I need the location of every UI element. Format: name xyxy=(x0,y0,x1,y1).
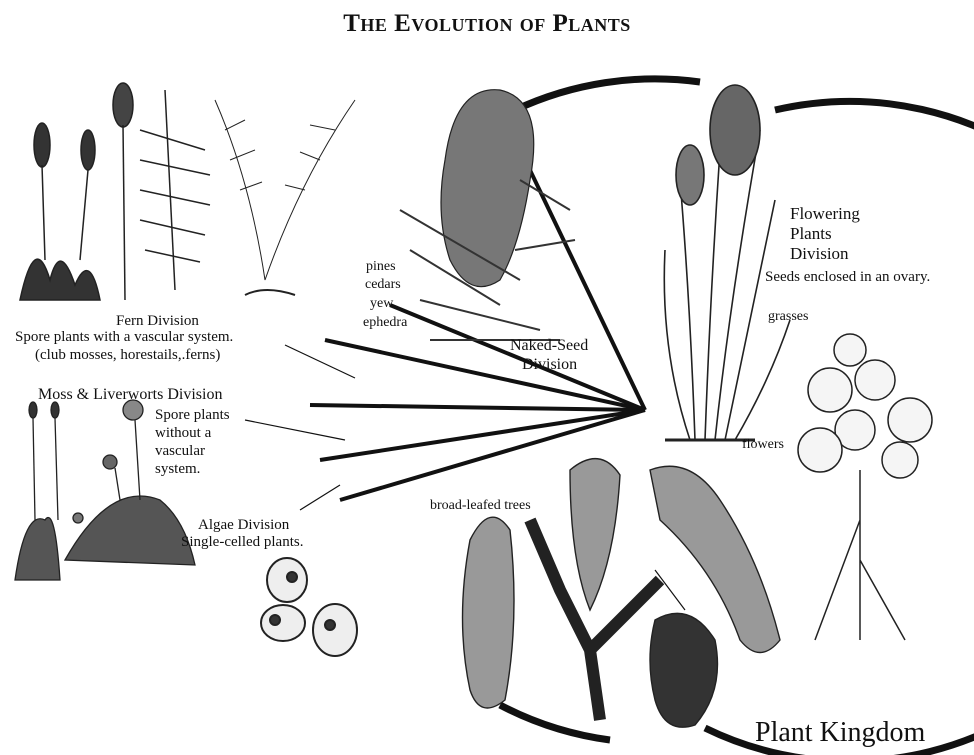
fern-division-examples: (club mosses, horestails,.ferns) xyxy=(35,346,220,364)
example-yew: yew xyxy=(370,295,393,313)
page-title: The Evolution of Plants xyxy=(0,10,974,38)
flowering-desc: Seeds enclosed in an ovary. xyxy=(765,268,930,286)
grass-illustration xyxy=(664,85,790,440)
algae-division-desc: Single-celled plants. xyxy=(181,533,303,551)
naked-seed-illustration xyxy=(400,90,575,340)
moss-desc-line-1: Spore plants xyxy=(155,406,230,424)
label-grasses: grasses xyxy=(768,308,808,326)
example-cedars: cedars xyxy=(365,276,401,294)
naked-seed-name-2: Division xyxy=(522,356,577,374)
moss-desc-line-2: without a xyxy=(155,424,211,442)
example-ephedra: ephedra xyxy=(363,314,407,332)
flowering-name-3: Division xyxy=(790,245,849,263)
moss-division-name: Moss & Liverworts Division xyxy=(38,386,222,404)
algae-cells xyxy=(261,558,357,656)
label-broad-leafed-trees: broad-leafed trees xyxy=(430,497,531,515)
fern-illustrations xyxy=(20,83,355,300)
moss-desc-line-3: vascular xyxy=(155,442,205,460)
fern-division-desc: Spore plants with a vascular system. xyxy=(15,328,233,346)
kingdom-label: Plant Kingdom xyxy=(755,717,925,749)
naked-seed-name-1: Naked-Seed xyxy=(510,337,588,355)
moss-desc-line-4: system. xyxy=(155,460,200,478)
example-pines: pines xyxy=(366,258,396,276)
flowering-name-2: Plants xyxy=(790,225,832,243)
label-flowers: flowers xyxy=(742,436,784,454)
kingdom-circle-top xyxy=(515,79,700,110)
flowering-name-1: Flowering xyxy=(790,205,860,223)
flower-illustration xyxy=(798,334,932,640)
algae-division-name: Algae Division xyxy=(198,516,289,534)
